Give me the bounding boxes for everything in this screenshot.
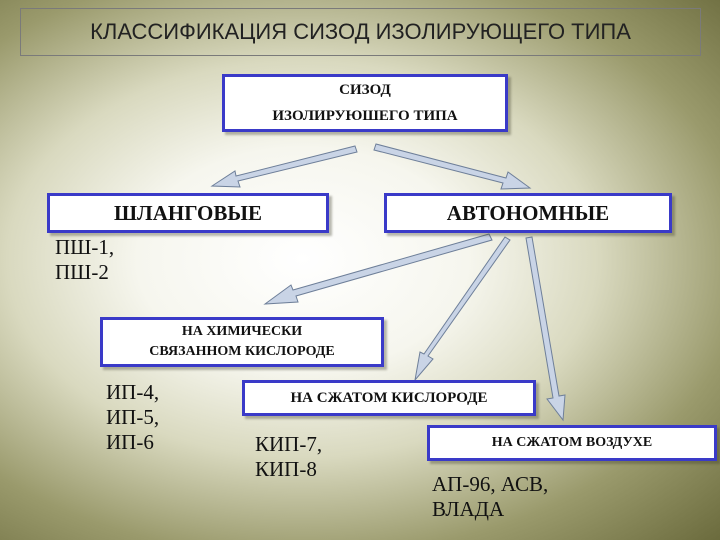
- model-item: КИП-7,: [255, 432, 323, 456]
- air-models: АП-96, АСВ, ВЛАДА: [432, 472, 548, 522]
- model-item: ВЛАДА: [432, 497, 505, 521]
- model-item: АП-96, АСВ,: [432, 472, 549, 496]
- model-item: ИП-4,: [106, 380, 160, 404]
- autonomous-node: АВТОНОМНЫЕ: [384, 193, 672, 233]
- arrow-auto-to-air: [525, 236, 566, 422]
- model-item: КИП-8: [255, 457, 317, 481]
- model-item: ИП-6: [106, 430, 154, 454]
- compressed-oxygen-node: НА СЖАТОМ КИСЛОРОДЕ: [242, 380, 536, 416]
- arrow-root-to-auto: [373, 143, 532, 190]
- root-line-2: ИЗОЛИРУЮШЕГО ТИПА: [272, 108, 458, 124]
- chemical-models: ИП-4, ИП-5, ИП-6: [106, 380, 159, 455]
- model-item: ПШ-1,: [55, 235, 115, 259]
- arrow-auto-to-chem: [263, 233, 493, 305]
- hose-node: ШЛАНГОВЫЕ: [47, 193, 329, 233]
- arrow-auto-to-oxy: [414, 236, 511, 382]
- oxygen-models: КИП-7, КИП-8: [255, 432, 322, 482]
- hose-models: ПШ-1, ПШ-2: [55, 235, 114, 285]
- chem-line-2: СВЯЗАННОМ КИСЛОРОДЕ: [149, 344, 335, 359]
- model-item: ИП-5,: [106, 405, 160, 429]
- root-line-1: СИЗОД: [339, 82, 391, 98]
- model-item: ПШ-2: [55, 260, 109, 284]
- root-node: СИЗОД ИЗОЛИРУЮШЕГО ТИПА: [222, 74, 508, 132]
- compressed-air-node: НА СЖАТОМ ВОЗДУХЕ: [427, 425, 717, 461]
- chem-line-1: НА ХИМИЧЕСКИ: [181, 324, 303, 339]
- chemical-oxygen-node: НА ХИМИЧЕСКИ СВЯЗАННОМ КИСЛОРОДЕ: [100, 317, 384, 367]
- slide-title: КЛАССИФИКАЦИЯ СИЗОД ИЗОЛИРУЮЩЕГО ТИПА: [20, 8, 701, 56]
- arrow-root-to-hose: [210, 145, 358, 188]
